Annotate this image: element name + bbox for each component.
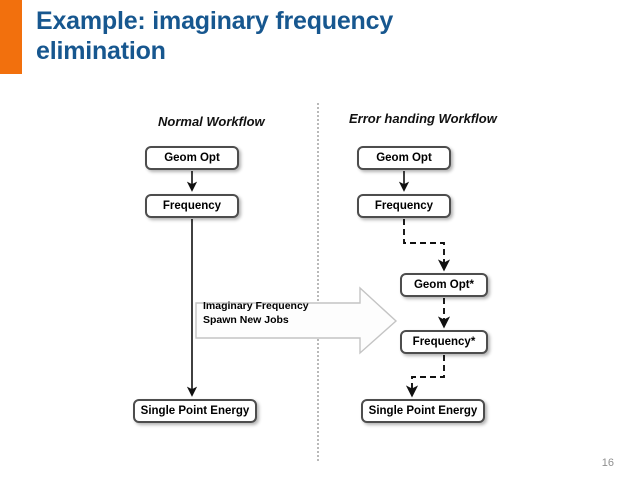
page-number: 16 <box>601 457 614 469</box>
node-frequency-error[interactable]: Frequency <box>357 194 451 218</box>
node-geom-opt-error[interactable]: Geom Opt <box>357 146 451 170</box>
connector-right-frequency-to-geomopt-star <box>403 219 451 272</box>
node-frequency-star[interactable]: Frequency* <box>400 330 488 354</box>
node-single-point-energy-normal[interactable]: Single Point Energy <box>133 399 257 423</box>
slide-accent-bar <box>0 0 22 74</box>
node-frequency-normal[interactable]: Frequency <box>145 194 239 218</box>
node-geom-opt-star[interactable]: Geom Opt* <box>400 273 488 297</box>
column-divider <box>317 103 319 461</box>
column-header-error-workflow: Error handing Workflow <box>349 111 497 126</box>
node-single-point-energy-error[interactable]: Single Point Energy <box>361 399 485 423</box>
connector-frequency-star-to-spe <box>405 355 445 398</box>
spawn-jobs-annotation: Imaginary Frequency Spawn New Jobs <box>203 300 309 326</box>
node-geom-opt-normal[interactable]: Geom Opt <box>145 146 239 170</box>
column-header-normal-workflow: Normal Workflow <box>158 114 265 129</box>
page-title: Example: imaginary frequency elimination <box>36 7 394 65</box>
